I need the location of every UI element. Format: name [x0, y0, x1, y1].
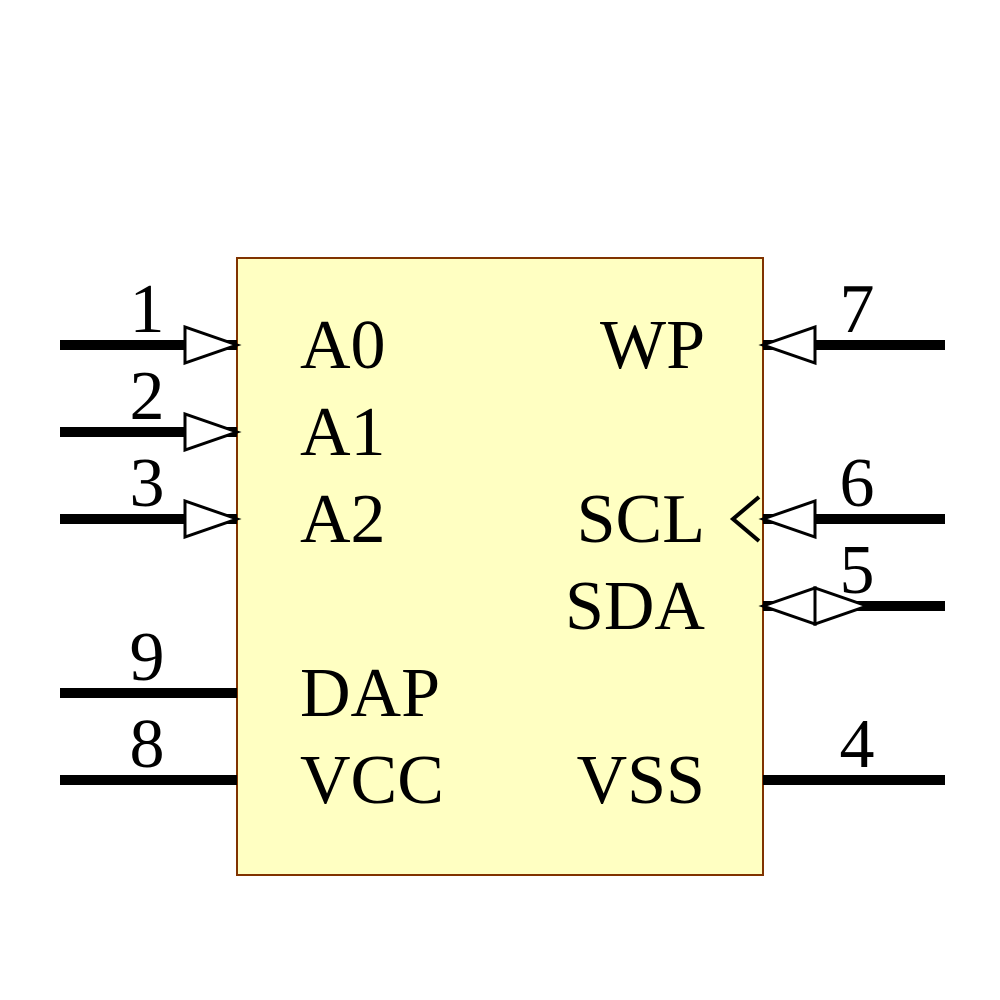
input-arrow-icon — [183, 411, 242, 453]
pin-6-label: SCL — [577, 481, 705, 558]
pin-6-number: 6 — [840, 445, 875, 522]
ic-body — [236, 257, 764, 876]
pin-8-number: 8 — [130, 706, 165, 783]
input-arrow-icon — [183, 498, 242, 540]
pin-9-label: DAP — [300, 655, 440, 732]
pin-8-label: VCC — [300, 742, 444, 819]
pin-5-label: SDA — [565, 568, 705, 645]
input-arrow-icon — [758, 324, 817, 366]
pin-3-label: A2 — [300, 481, 386, 558]
bidir-arrow-out-icon — [813, 585, 872, 627]
pin-2-label: A1 — [300, 394, 386, 471]
pin-9-number: 9 — [130, 619, 165, 696]
pin-3-number: 3 — [130, 445, 165, 522]
input-arrow-icon — [183, 324, 242, 366]
pin-1-number: 1 — [130, 271, 165, 348]
pin-4-label: VSS — [577, 742, 705, 819]
pin-5-number: 5 — [840, 532, 875, 609]
bidir-arrow-in-icon — [758, 585, 817, 627]
clock-chevron-icon — [729, 495, 761, 543]
pin-7-label: WP — [600, 307, 705, 384]
pin-4-number: 4 — [840, 706, 875, 783]
pin-7-number: 7 — [840, 271, 875, 348]
input-arrow-icon — [758, 498, 817, 540]
pin-2-number: 2 — [130, 358, 165, 435]
pin-1-label: A0 — [300, 307, 386, 384]
